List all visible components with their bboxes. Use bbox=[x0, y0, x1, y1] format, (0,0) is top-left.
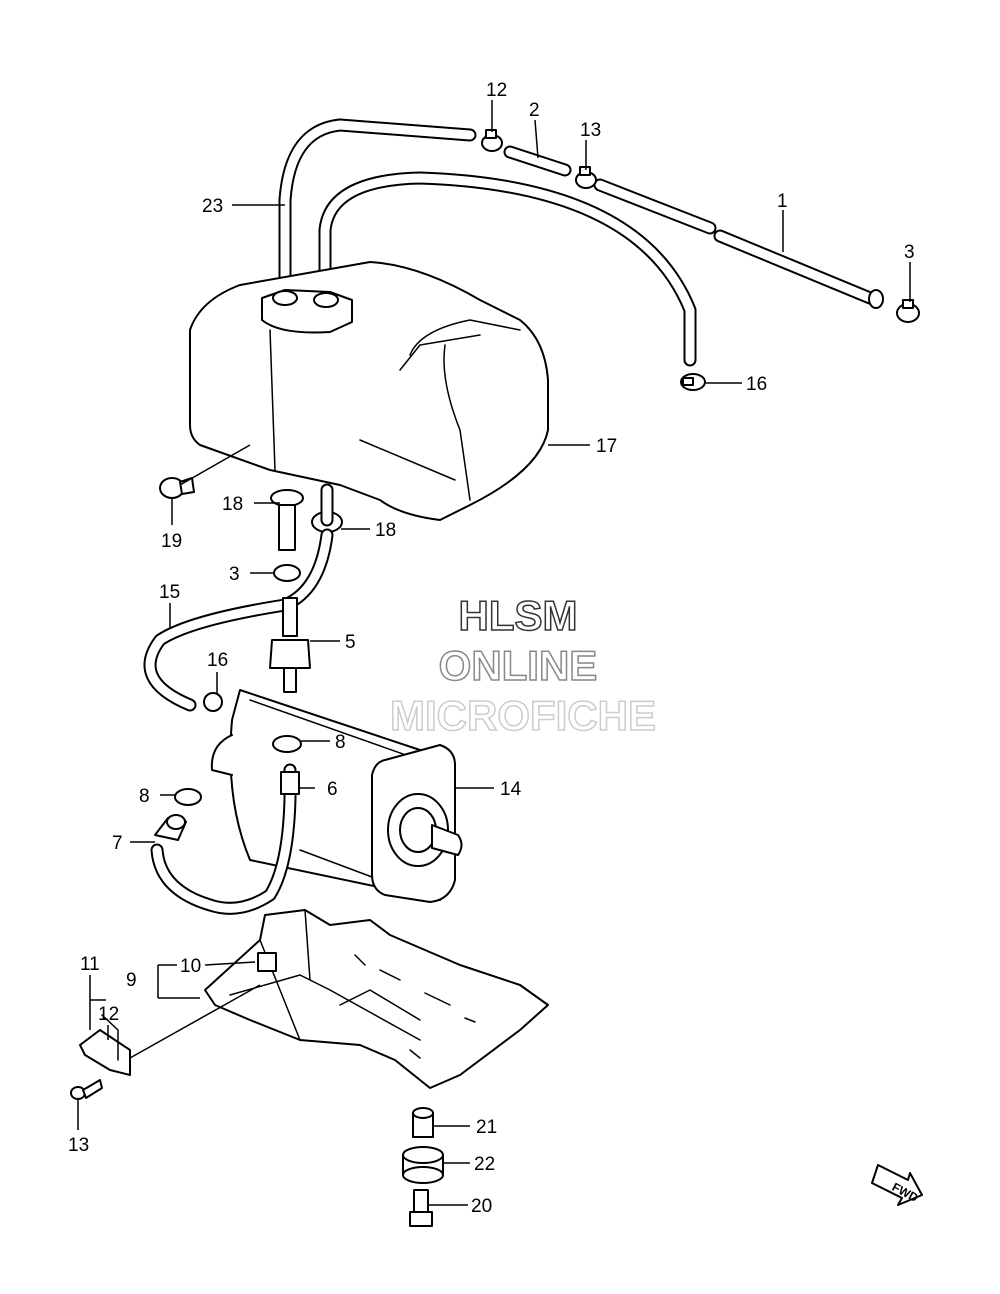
callout-8-left: 8 bbox=[139, 786, 150, 807]
callout-13: 13 bbox=[68, 1135, 89, 1156]
bracket-9 bbox=[204, 909, 549, 1089]
screw-19 bbox=[159, 477, 195, 499]
callout-23: 23 bbox=[202, 196, 223, 217]
callout-22: 22 bbox=[474, 1154, 495, 1175]
callout-labels: 12 2 13 1 3 23 16 17 18 18 19 3 15 5 16 … bbox=[68, 80, 915, 1217]
callout-21: 21 bbox=[476, 1117, 497, 1138]
callout-4-upper: 12 bbox=[486, 80, 507, 101]
grommet-18-left bbox=[270, 489, 304, 551]
callout-6: 6 bbox=[327, 779, 338, 800]
callout-16-upper: 16 bbox=[746, 374, 767, 395]
watermark-line1: HLSM bbox=[459, 592, 578, 639]
callout-7: 7 bbox=[112, 833, 123, 854]
leader-lines bbox=[77, 100, 911, 1206]
callout-17: 17 bbox=[596, 436, 617, 457]
callout-1: 1 bbox=[777, 191, 788, 212]
callout-19: 19 bbox=[161, 531, 182, 552]
watermark-line2: ONLINE bbox=[439, 642, 598, 689]
callout-8-upper: 8 bbox=[335, 732, 346, 753]
hose-6 bbox=[150, 763, 297, 915]
watermark: HLSM ONLINE MICROFICHE bbox=[389, 591, 657, 740]
clamp-4-upper bbox=[481, 129, 503, 152]
grommet-18-right bbox=[311, 483, 343, 533]
callout-16-lower: 16 bbox=[207, 650, 228, 671]
clamp-4-lower bbox=[575, 166, 597, 189]
callout-12: 12 bbox=[98, 1004, 119, 1025]
callout-2: 2 bbox=[529, 100, 540, 121]
callout-10: 10 bbox=[180, 956, 201, 977]
hose-15 bbox=[143, 528, 334, 712]
callout-15: 15 bbox=[159, 582, 180, 603]
fitting-6 bbox=[280, 771, 300, 795]
fitting-7 bbox=[154, 814, 187, 841]
clamp-3-lower bbox=[273, 564, 301, 582]
hose-1 bbox=[593, 178, 884, 309]
fwd-arrow-icon: FWD bbox=[871, 1164, 923, 1206]
fuel-tank-17 bbox=[189, 261, 549, 521]
callout-3-upper: 3 bbox=[904, 242, 915, 263]
breather-hose-23 bbox=[278, 118, 697, 367]
callout-5: 5 bbox=[345, 632, 356, 653]
callout-4-lower: 13 bbox=[580, 120, 601, 141]
watermark-line3: MICROFICHE bbox=[390, 692, 656, 739]
clamp-16-upper bbox=[680, 373, 706, 391]
collar-21 bbox=[412, 1107, 434, 1138]
clamp-8-upper bbox=[272, 735, 302, 753]
clamp-8-left bbox=[174, 788, 202, 806]
callout-3-lower: 3 bbox=[229, 564, 240, 585]
connector-5 bbox=[269, 597, 311, 693]
callout-11: 11 bbox=[80, 954, 100, 975]
callout-18-left: 18 bbox=[222, 494, 243, 515]
grommet-22 bbox=[402, 1146, 444, 1184]
callout-14: 14 bbox=[500, 779, 522, 800]
screw-13 bbox=[70, 1079, 103, 1100]
callout-9: 9 bbox=[126, 970, 137, 991]
callout-20: 20 bbox=[471, 1196, 492, 1217]
clamp-3-upper bbox=[896, 299, 920, 323]
bolt-20 bbox=[409, 1189, 433, 1227]
clip-11-12 bbox=[79, 1014, 131, 1076]
clamp-16-lower bbox=[203, 692, 223, 712]
pipe-2 bbox=[503, 145, 572, 177]
callout-18-right: 18 bbox=[375, 520, 396, 541]
